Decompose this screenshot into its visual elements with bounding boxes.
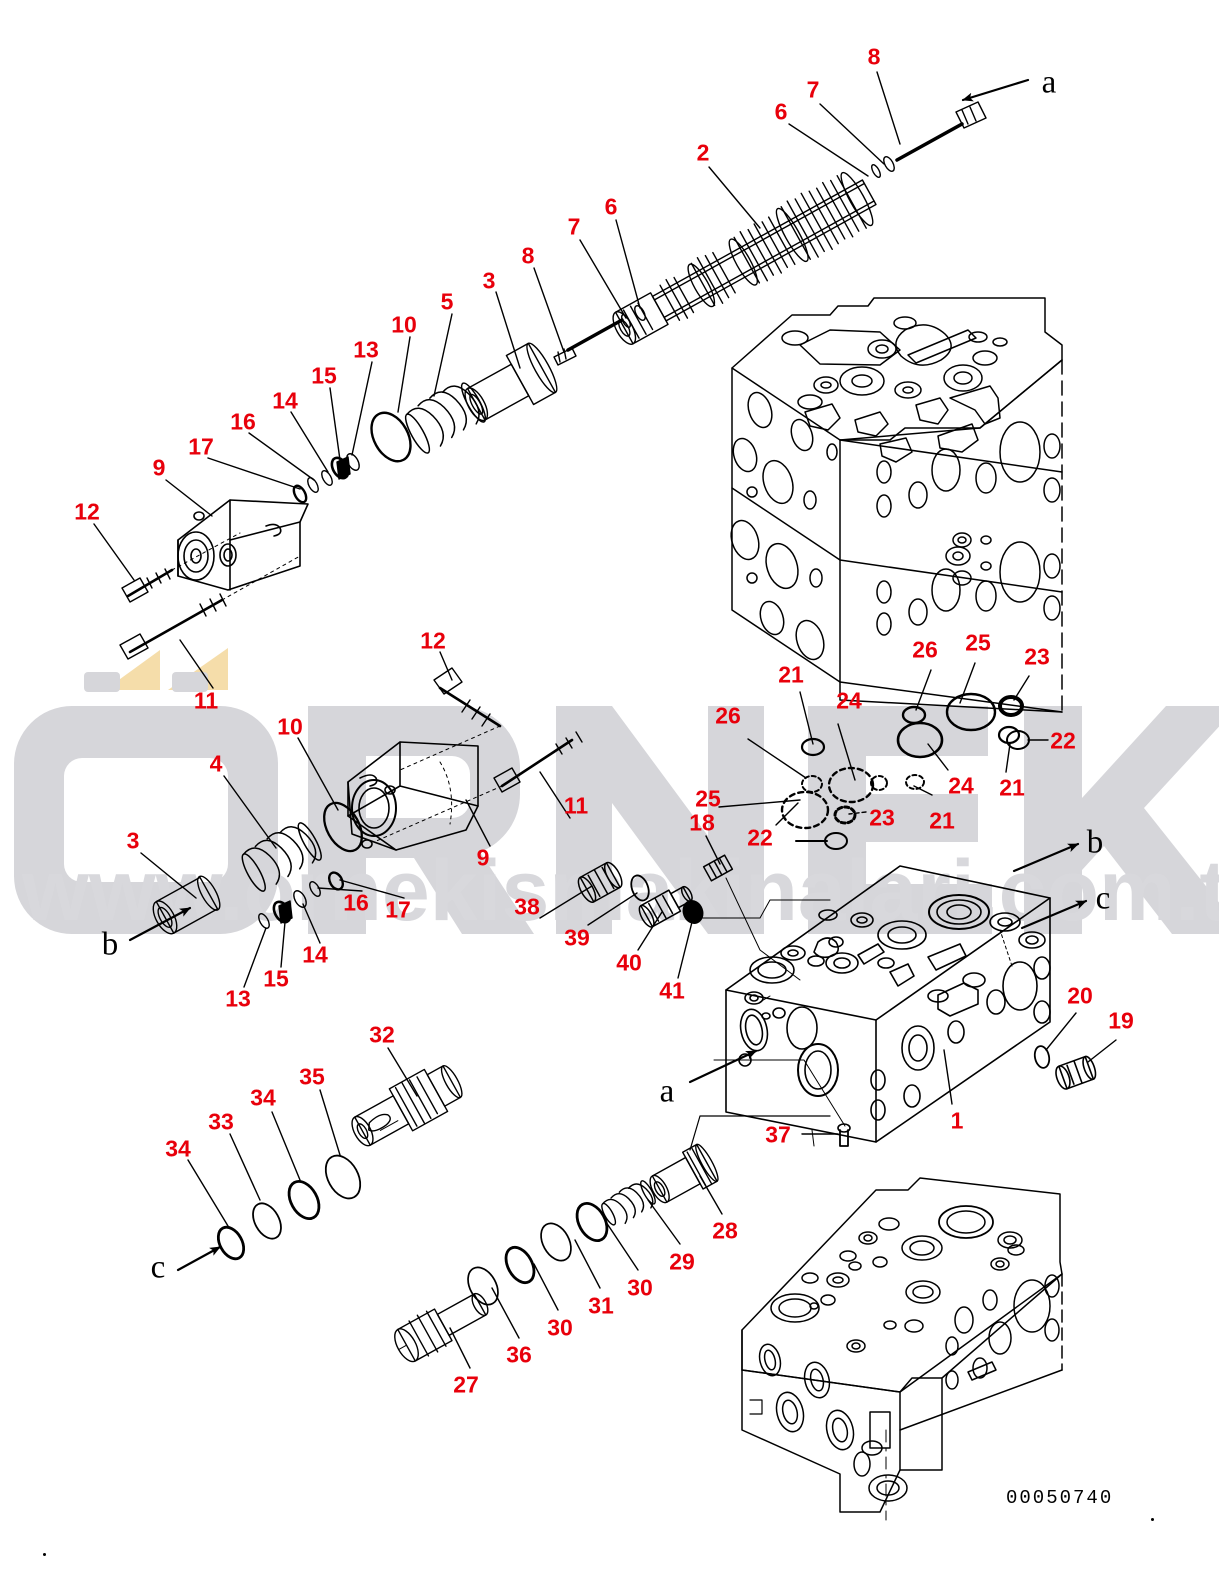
section-arrow-a-center [688, 1049, 758, 1084]
callout-21: 21 [778, 661, 804, 688]
corner-dot-right [1151, 1518, 1154, 1521]
callout-17: 17 [188, 433, 214, 460]
callout-24: 24 [836, 687, 862, 714]
section-arrow-a-top [961, 78, 1030, 102]
callout-12: 12 [420, 627, 446, 654]
callout-26: 26 [715, 702, 741, 729]
callout-4: 4 [209, 750, 223, 777]
callout-26: 26 [912, 636, 938, 663]
section-marker-c-left: c [150, 1249, 166, 1286]
callout-34: 34 [165, 1135, 191, 1162]
callout-21: 21 [999, 774, 1025, 801]
callout-25: 25 [695, 785, 721, 812]
callout-31: 31 [588, 1292, 614, 1319]
callout-6: 6 [774, 98, 788, 125]
callout-15: 15 [263, 965, 289, 992]
callout-10: 10 [277, 713, 303, 740]
callout-3: 3 [126, 827, 140, 854]
callout-19: 19 [1108, 1007, 1134, 1034]
callout-14: 14 [302, 941, 328, 968]
valve-block-top [730, 297, 1063, 713]
callout-20: 20 [1067, 982, 1093, 1009]
callout-39: 39 [564, 924, 590, 951]
drawing-number: 00050740 [1006, 1487, 1114, 1509]
callout-24: 24 [948, 772, 974, 799]
callout-30: 30 [627, 1274, 653, 1301]
section-arrow-c-right [1020, 899, 1088, 930]
callout-34: 34 [250, 1084, 276, 1111]
callout-14: 14 [272, 387, 298, 414]
callout-33: 33 [208, 1108, 234, 1135]
callout-9: 9 [152, 454, 166, 481]
watermark-brand [14, 672, 1219, 934]
callout-22: 22 [747, 824, 773, 851]
relief-valve-group-32-36 [176, 1047, 463, 1272]
section-arrow-b-left [128, 906, 192, 942]
valve-block-main [688, 842, 1117, 1147]
section-arrow-c-left [176, 1245, 222, 1272]
section-marker-a-center: a [659, 1073, 675, 1110]
callout-7: 7 [806, 76, 820, 103]
callout-22: 22 [1050, 727, 1076, 754]
callout-15: 15 [311, 362, 337, 389]
callout-3: 3 [482, 267, 496, 294]
callout-23: 23 [1024, 643, 1050, 670]
callout-25: 25 [965, 629, 991, 656]
callout-29: 29 [669, 1248, 695, 1275]
section-arrow-b-right [1012, 842, 1080, 873]
section-marker-b-right: b [1086, 824, 1104, 861]
fittings-38-41 [539, 835, 831, 981]
leader-lines [93, 71, 901, 988]
callout-23: 23 [869, 804, 895, 831]
callout-17: 17 [385, 896, 411, 923]
callout-13: 13 [225, 985, 251, 1012]
callout-21: 21 [929, 807, 955, 834]
callout-28: 28 [712, 1217, 738, 1244]
callout-8: 8 [521, 242, 535, 269]
callout-18: 18 [689, 809, 715, 836]
callout-8: 8 [867, 43, 881, 70]
section-marker-c-right: c [1095, 880, 1111, 917]
spool-assembly-top [553, 78, 1030, 366]
callout-27: 27 [453, 1371, 479, 1398]
callout-16: 16 [343, 889, 369, 916]
callout-36: 36 [506, 1341, 532, 1368]
callout-16: 16 [230, 408, 256, 435]
section-marker-a-top: a [1041, 64, 1057, 101]
callout-13: 13 [353, 336, 379, 363]
corner-dot-left [43, 1553, 46, 1556]
callout-9: 9 [476, 844, 490, 871]
check-valve-group-27-31 [394, 1115, 831, 1369]
callout-10: 10 [391, 311, 417, 338]
callout-11: 11 [193, 687, 219, 714]
callout-7: 7 [567, 213, 581, 240]
callout-5: 5 [440, 288, 454, 315]
callout-40: 40 [616, 949, 642, 976]
callout-30: 30 [547, 1314, 573, 1341]
spring-cap-assembly-upper [119, 342, 558, 660]
section-marker-b-left: b [101, 926, 119, 963]
callout-11: 11 [563, 792, 589, 819]
callout-32: 32 [369, 1021, 395, 1048]
valve-block-bottom [741, 1177, 1063, 1521]
callout-38: 38 [514, 893, 540, 920]
seal-group-21-26 [718, 662, 1049, 850]
callout-35: 35 [299, 1063, 325, 1090]
callout-1: 1 [950, 1107, 964, 1134]
callout-41: 41 [659, 977, 685, 1004]
callout-6: 6 [604, 193, 618, 220]
callout-37: 37 [765, 1121, 791, 1148]
callout-12: 12 [74, 498, 100, 525]
callout-2: 2 [696, 139, 710, 166]
